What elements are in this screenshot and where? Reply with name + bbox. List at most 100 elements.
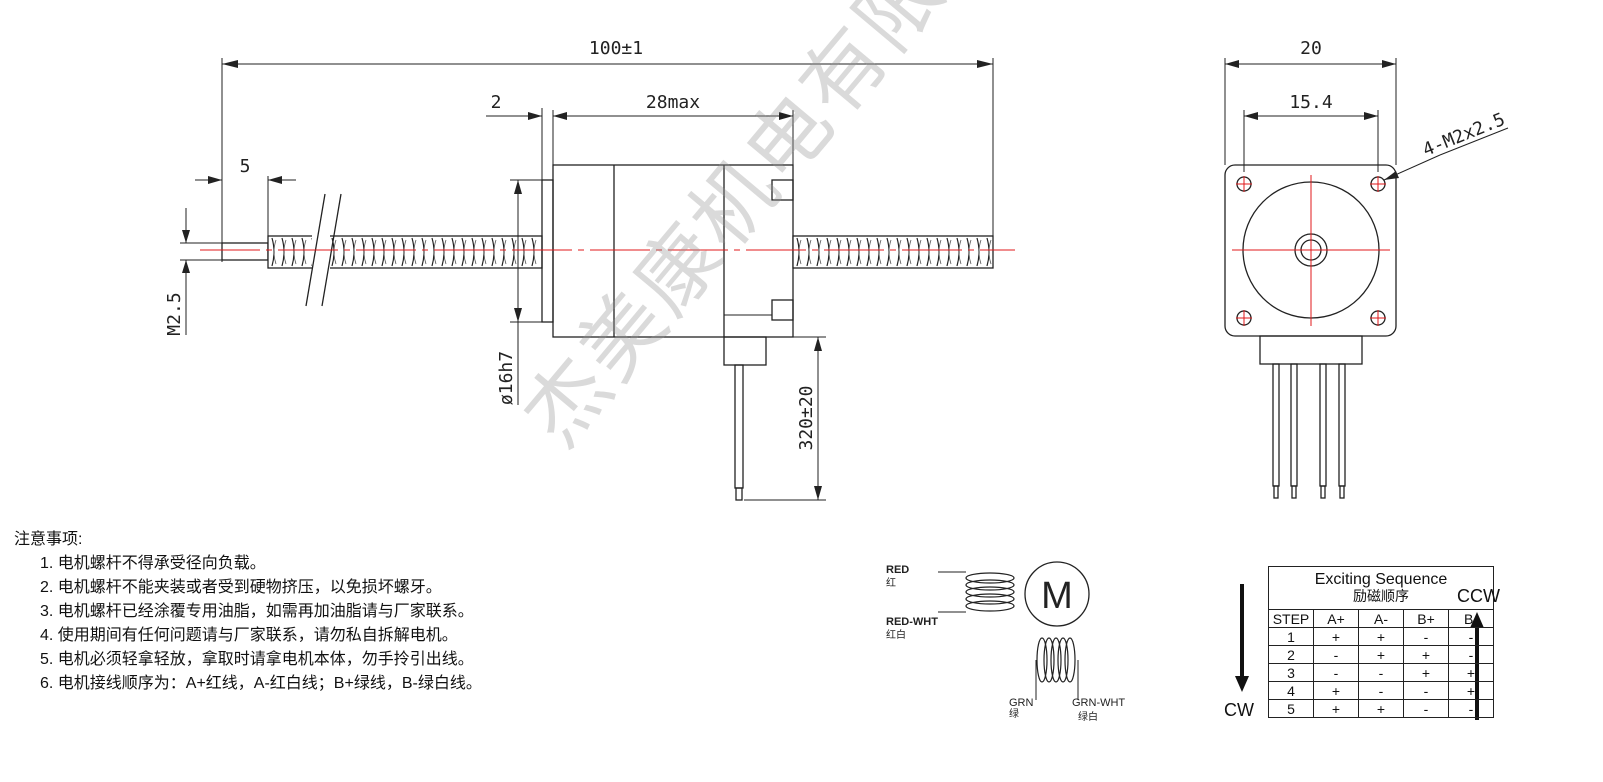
coil-b (1035, 637, 1079, 700)
thread-label: M2.5 (164, 292, 185, 335)
table-row: 4 + - - + (1268, 681, 1494, 700)
pilot-flange (541, 179, 554, 323)
thread-ridge (808, 239, 812, 265)
width-label: 20 (1300, 38, 1322, 59)
table-cell: - (1448, 699, 1494, 718)
coil-loop (965, 572, 1015, 584)
flange-label: 2 (491, 92, 502, 113)
table-cell: - (1403, 681, 1449, 700)
thread-ridge (433, 239, 437, 265)
thread-ridge (443, 239, 447, 265)
width-dimension: 20 (1224, 38, 1397, 165)
table-cell: - (1448, 645, 1494, 664)
table-cell: - (1313, 663, 1359, 682)
coil-loop (965, 579, 1015, 591)
hole-spacing-dimension: 15.4 (1243, 92, 1379, 172)
mount-holes-callout: 4-M2x2.5 (1383, 109, 1509, 181)
thread-ridge (383, 239, 387, 265)
thread-ridge (393, 239, 397, 265)
motor-symbol-circle (1024, 561, 1090, 627)
thread-ridge (533, 239, 537, 265)
thread-ridge (343, 239, 347, 265)
coil-loop (965, 593, 1015, 605)
table-row: 5 + + - - (1268, 699, 1494, 718)
table-cell: - (1403, 699, 1449, 718)
lead-screw-right (792, 235, 994, 269)
mount-holes-label: 4-M2x2.5 (1420, 109, 1508, 161)
thread-ridge (878, 239, 882, 265)
tip-dimension: 5 (195, 156, 296, 238)
thread-ridge (503, 239, 507, 265)
thread-ridge (303, 239, 307, 265)
thread-ridge (423, 239, 427, 265)
lead-length-label: 320±20 (796, 385, 817, 450)
overall-length-dimension: 100±1 (221, 38, 994, 262)
notes-list: 1. 电机螺杆不得承受径向负载。 2. 电机螺杆不能夹装或者受到硬物挤压，以免损… (14, 552, 482, 696)
thread-ridge (908, 239, 912, 265)
note-item: 5. 电机必须轻拿轻放，拿取时请拿电机本体，勿手拎引出线。 (40, 651, 474, 668)
motor-symbol: M (1041, 575, 1073, 617)
thread-ridge (828, 239, 832, 265)
header-cell: STEP (1268, 609, 1314, 628)
thread-ridge (293, 239, 297, 265)
red-wht-cn-label: 红白 (886, 628, 906, 641)
thread-ridge (463, 239, 467, 265)
table-cell: + (1403, 645, 1449, 664)
thread-ridge (513, 239, 517, 265)
overall-length-label: 100±1 (589, 38, 643, 59)
table-cell: + (1358, 627, 1404, 646)
coil-loop (1043, 637, 1055, 683)
lead-wires-side (723, 336, 767, 501)
thread-ridge (988, 239, 992, 265)
thread-ridge (373, 239, 377, 265)
coil-loop (965, 586, 1015, 598)
table-cell: 1 (1268, 627, 1314, 646)
note-item: 6. 电机接线顺序为：A+红线，A-红白线；B+绿线，B-绿白线。 (40, 675, 482, 692)
grn-wht-cn-label: 绿白 (1078, 710, 1098, 723)
table-cell: + (1313, 627, 1359, 646)
thread-ridge (978, 239, 982, 265)
sequence-title-cn: 励磁顺序 (1353, 588, 1409, 604)
table-cell: - (1358, 663, 1404, 682)
table-cell: + (1313, 681, 1359, 700)
ccw-label: CCW (1457, 586, 1500, 606)
sequence-title: Exciting Sequence (1314, 571, 1448, 588)
table-cell: + (1448, 663, 1494, 682)
table-cell: + (1358, 699, 1404, 718)
thread-ridge (523, 239, 527, 265)
cw-label: CW (1224, 700, 1254, 720)
thread-ridge (333, 239, 337, 265)
coil-loop (1064, 637, 1076, 683)
coil-loop (1057, 637, 1069, 683)
table-cell: 3 (1268, 663, 1314, 682)
thread-ridge (818, 239, 822, 265)
thread-ridge (888, 239, 892, 265)
thread-ridge (403, 239, 407, 265)
table-cell: - (1448, 627, 1494, 646)
red-cn-label: 红 (886, 576, 896, 589)
thread-ridge (798, 239, 802, 265)
note-item: 1. 电机螺杆不得承受径向负载。 (40, 555, 266, 572)
lead-length-dimension: 320±20 (744, 336, 826, 501)
table-cell: 4 (1268, 681, 1314, 700)
table-cell: + (1313, 699, 1359, 718)
thread-ridge (473, 239, 477, 265)
header-cell: A+ (1313, 609, 1359, 628)
table-cell: + (1358, 645, 1404, 664)
pilot-diameter-dimension: ø16h7 (496, 179, 542, 405)
motor-body-side (552, 164, 794, 338)
pilot-diameter-label: ø16h7 (496, 351, 517, 405)
red-label: RED (886, 564, 909, 576)
thread-ridge (928, 239, 932, 265)
motor-front-view (1224, 164, 1397, 499)
thread-ridge (483, 239, 487, 265)
table-row: 3 - - + + (1268, 663, 1494, 682)
break-lines (305, 193, 342, 307)
thread-ridge (848, 239, 852, 265)
note-item: 4. 使用期间有任何问题请与厂家联系，请勿私自拆解电机。 (40, 627, 458, 644)
flange-dimension: 2 (486, 92, 543, 180)
tip-label: 5 (240, 156, 251, 177)
thread-ridge (858, 239, 862, 265)
coil-loop (1036, 637, 1048, 683)
thread-ridge (968, 239, 972, 265)
